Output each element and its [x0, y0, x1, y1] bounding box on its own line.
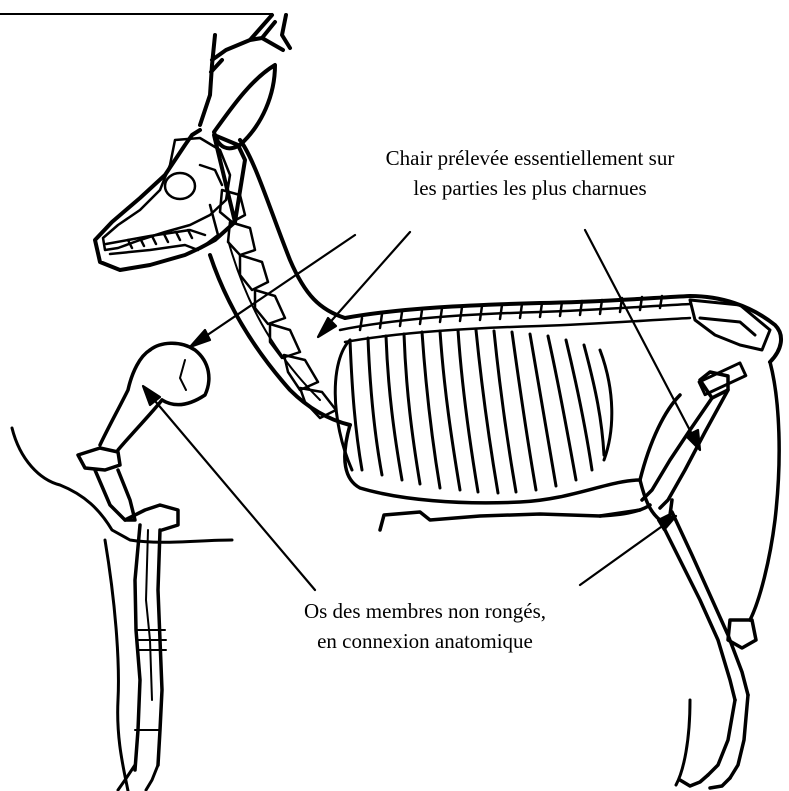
bones-annotation-line1: Os des membres non rongés,: [225, 596, 625, 626]
ear: [214, 65, 275, 148]
belly: [345, 425, 640, 530]
bones-annotation-line2: en connexion anatomique: [225, 626, 625, 656]
neck: [210, 140, 350, 425]
bones-annotation: Os des membres non rongés, en connexion …: [225, 596, 625, 656]
flesh-arrows: [190, 230, 700, 450]
flesh-annotation-line1: Chair prélevée essentiellement sur: [330, 143, 730, 173]
back: [345, 296, 781, 362]
flesh-annotation-line2: les parties les plus charnues: [330, 173, 730, 203]
forelimb: [78, 343, 209, 790]
rib-cage: [335, 330, 612, 493]
flesh-annotation: Chair prélevée essentiellement sur les p…: [330, 143, 730, 203]
skull: [103, 138, 230, 254]
